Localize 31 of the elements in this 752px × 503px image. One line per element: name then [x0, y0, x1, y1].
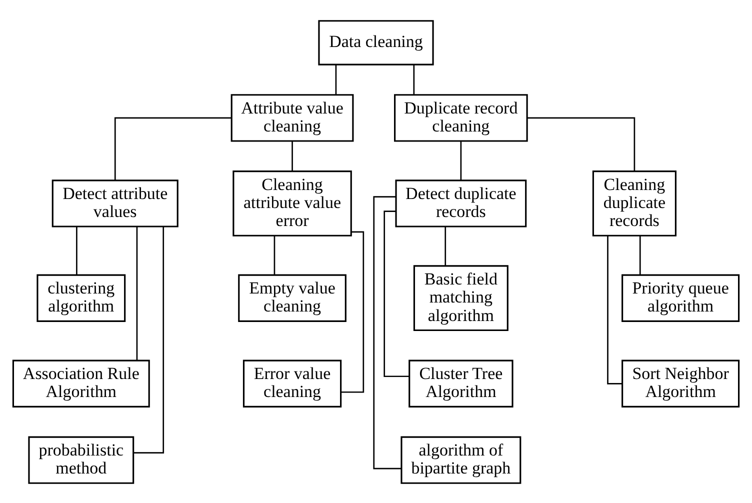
node-box: Association Rule Algorithm — [12, 359, 150, 407]
node-box: Error value cleaning — [242, 359, 342, 407]
node-box: Sort Neighbor Algorithm — [622, 359, 740, 407]
node-box: Cleaning duplicate records — [592, 170, 676, 236]
node-box: Data cleaning — [318, 20, 434, 65]
connector — [134, 226, 164, 453]
connector — [274, 236, 276, 275]
connector — [639, 236, 641, 275]
node-box: Detect attribute values — [52, 179, 178, 227]
node-box: probabilistic method — [28, 436, 134, 484]
node-box: Priority queue algorithm — [622, 274, 740, 322]
connector — [114, 116, 232, 180]
connector — [413, 64, 415, 94]
node-box: Basic field matching algorithm — [413, 264, 508, 331]
node-box: Attribute value cleaning — [230, 94, 354, 142]
node-box: Detect duplicate records — [395, 179, 527, 227]
node-box: clustering algorithm — [36, 274, 126, 322]
connector — [335, 64, 337, 94]
connector — [373, 196, 402, 469]
connector — [460, 140, 462, 180]
node-box: Cleaning attribute value error — [232, 170, 352, 236]
connector — [292, 140, 293, 171]
connector — [384, 210, 409, 377]
node-box: Empty value cleaning — [238, 274, 346, 322]
connector — [136, 226, 138, 360]
node-box: Duplicate record cleaning — [394, 94, 528, 142]
connector — [528, 116, 636, 171]
node-box: Cluster Tree Algorithm — [408, 359, 514, 407]
connector — [444, 226, 446, 266]
node-box: algorithm of bipartite graph — [400, 436, 522, 484]
connector — [76, 226, 78, 274]
